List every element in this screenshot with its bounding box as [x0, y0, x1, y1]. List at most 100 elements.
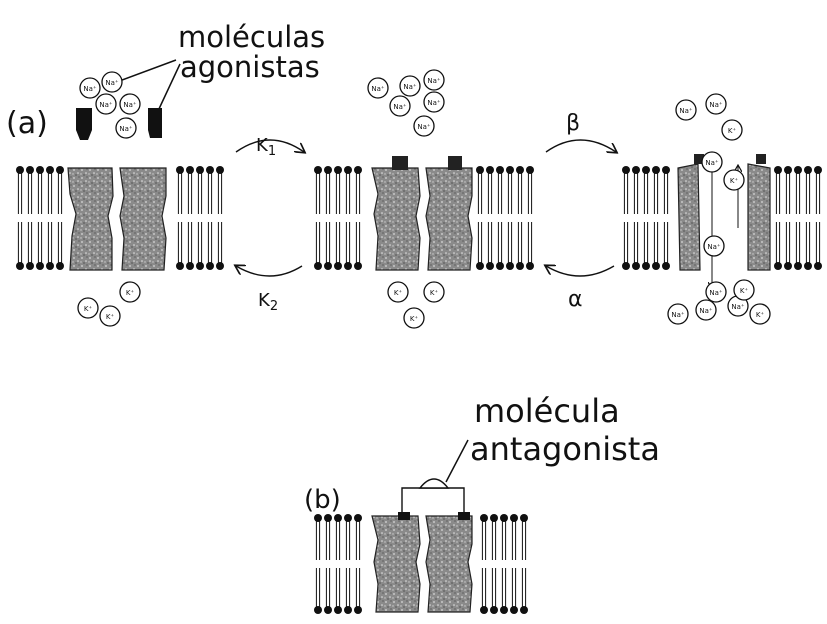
channel-open [678, 154, 770, 270]
lipid [784, 166, 792, 270]
lipid [344, 166, 352, 270]
ion-label: Na⁺ [709, 289, 723, 297]
potassium-ion: K⁺ [722, 120, 742, 140]
transition-arrow-beta [546, 140, 616, 152]
sodium-ion: Na⁺ [96, 94, 116, 114]
panel-a-label: (a) [6, 106, 48, 141]
lipid [486, 166, 494, 270]
ion-label: Na⁺ [709, 101, 723, 109]
rate-k1-label: K1 [256, 135, 276, 159]
lipid [314, 514, 322, 614]
channel-bound-closed [372, 156, 472, 270]
lipid [354, 166, 362, 270]
ion-label: Na⁺ [83, 85, 97, 93]
lipid [36, 166, 44, 270]
lipid [632, 166, 640, 270]
lipid [334, 166, 342, 270]
potassium-ion: K⁺ [424, 282, 444, 302]
lipid [490, 514, 498, 614]
lipid [16, 166, 24, 270]
sodium-ion: Na⁺ [400, 76, 420, 96]
sodium-ion: Na⁺ [414, 116, 434, 136]
ion-label: Na⁺ [99, 101, 113, 109]
rate-k2-label: K2 [258, 290, 278, 314]
antagonist-pointer-line [446, 440, 468, 482]
ion-label: Na⁺ [427, 99, 441, 107]
lipid [216, 166, 224, 270]
ion-label: Na⁺ [731, 303, 745, 311]
ion-label: K⁺ [730, 177, 739, 185]
lipid [794, 166, 802, 270]
lipid [476, 166, 484, 270]
antagonist-annotation-line1: molécula [474, 392, 620, 430]
sodium-ion: Na⁺ [704, 236, 724, 256]
sodium-ion: Na⁺ [424, 70, 444, 90]
ion-label: Na⁺ [105, 79, 119, 87]
ion-label: K⁺ [728, 127, 737, 135]
ion-label: K⁺ [394, 289, 403, 297]
lipid [642, 166, 650, 270]
ion-label: Na⁺ [393, 103, 407, 111]
ion-label: K⁺ [740, 287, 749, 295]
lipid [506, 166, 514, 270]
panel-b-label: (b) [304, 485, 341, 515]
ion-label: K⁺ [84, 305, 93, 313]
agonist-annotation-line1: moléculas [178, 20, 325, 54]
sodium-ion: Na⁺ [80, 78, 100, 98]
lipid [324, 514, 332, 614]
lipid [652, 166, 660, 270]
sodium-ion: Na⁺ [706, 94, 726, 114]
lipid [206, 166, 214, 270]
lipid [324, 166, 332, 270]
ion-label: Na⁺ [123, 101, 137, 109]
ion-label: K⁺ [106, 313, 115, 321]
lipid [334, 514, 342, 614]
ion-label: K⁺ [126, 289, 135, 297]
sodium-ion: Na⁺ [390, 96, 410, 116]
potassium-ion: K⁺ [78, 298, 98, 318]
lipid [480, 514, 488, 614]
lipid [526, 166, 534, 270]
sodium-ion: Na⁺ [116, 118, 136, 138]
sodium-ion: Na⁺ [706, 282, 726, 302]
transition-arrow-k2 [236, 266, 302, 276]
sodium-ion: Na⁺ [676, 100, 696, 120]
lipid [186, 166, 194, 270]
potassium-ion: K⁺ [734, 280, 754, 300]
transition-arrow-alpha [546, 266, 614, 276]
ion-label: K⁺ [430, 289, 439, 297]
lipid [354, 514, 362, 614]
lipid [774, 166, 782, 270]
lipid [196, 166, 204, 270]
rate-alpha-label: α [568, 287, 583, 312]
sodium-ion: Na⁺ [668, 304, 688, 324]
lipid [520, 514, 528, 614]
ion-label: Na⁺ [671, 311, 685, 319]
sodium-ion: Na⁺ [696, 300, 716, 320]
channel-closed [68, 168, 166, 270]
ion-label: Na⁺ [403, 83, 417, 91]
sodium-ion: Na⁺ [702, 152, 722, 172]
sodium-ion: Na⁺ [120, 94, 140, 114]
lipid [622, 166, 630, 270]
sodium-ion: Na⁺ [424, 92, 444, 112]
potassium-ion: K⁺ [120, 282, 140, 302]
lipid [510, 514, 518, 614]
sodium-ion: Na⁺ [368, 78, 388, 98]
channel-blocked [372, 516, 472, 612]
lipid [662, 166, 670, 270]
ion-label: Na⁺ [679, 107, 693, 115]
lipid [804, 166, 812, 270]
lipid [496, 166, 504, 270]
lipid [500, 514, 508, 614]
lipid [314, 166, 322, 270]
lipid [46, 166, 54, 270]
potassium-ion: K⁺ [724, 170, 744, 190]
potassium-ion: K⁺ [404, 308, 424, 328]
rate-beta-label: β [566, 111, 580, 136]
potassium-ion: K⁺ [750, 304, 770, 324]
ion-label: Na⁺ [705, 159, 719, 167]
ion-label: Na⁺ [119, 125, 133, 133]
ion-label: Na⁺ [707, 243, 721, 251]
